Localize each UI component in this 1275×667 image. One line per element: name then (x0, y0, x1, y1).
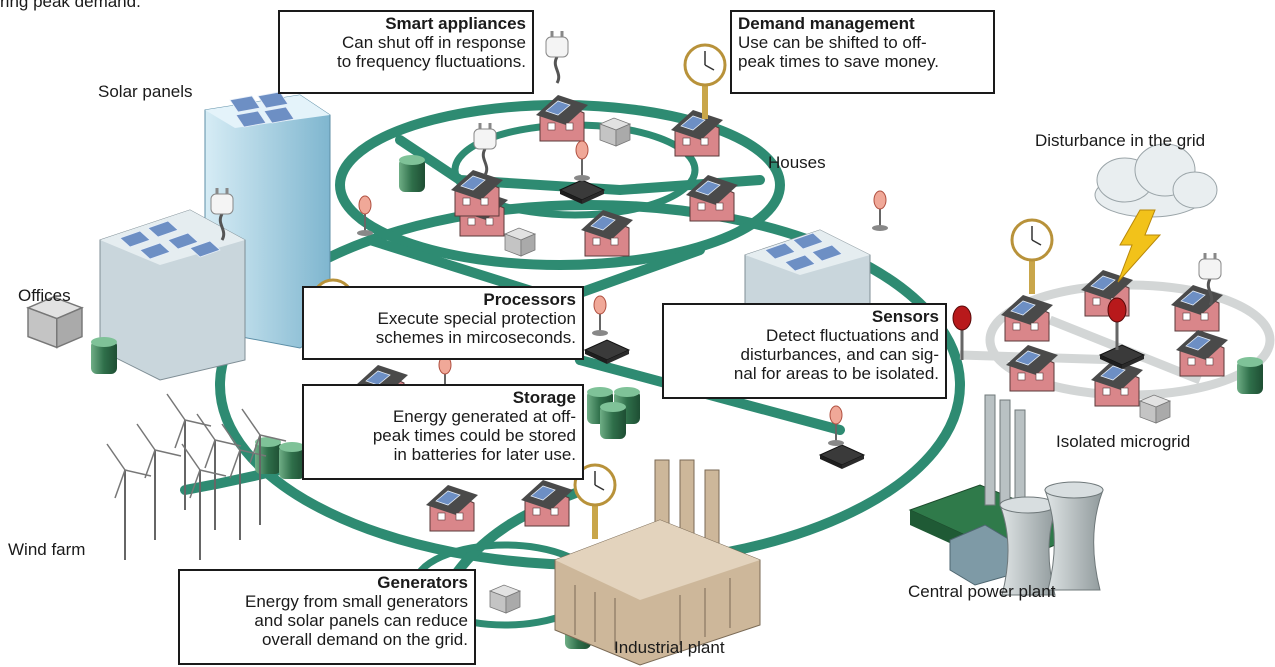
red-sensor-lights (952, 297, 1127, 360)
callout-sensors: Sensors Detect fluctuations and disturba… (662, 303, 947, 399)
office-building (99, 209, 246, 381)
callout-processors: Processors Execute special protection sc… (302, 286, 584, 360)
label-isolated-microgrid: Isolated microgrid (1056, 432, 1191, 451)
storage-tank-icon (91, 337, 117, 374)
wind-turbines (106, 393, 287, 561)
label-industrial-plant: Industrial plant (614, 638, 725, 657)
callout-body: Use can be shifted to off- peak times to… (738, 33, 939, 71)
label-central-power-plant: Central power plant (908, 582, 1056, 601)
label-disturbance: Disturbance in the grid (1035, 131, 1206, 150)
callout-title: Generators (377, 573, 468, 592)
intro-text-fragment: ring peak demand. (0, 0, 141, 11)
callout-demand-management: Demand management Use can be shifted to … (730, 10, 995, 94)
callout-body: Energy from small generators and solar p… (245, 592, 468, 649)
callout-body: Detect fluctuations and disturbances, an… (733, 326, 939, 383)
callout-body: Energy generated at off- peak times coul… (372, 407, 576, 464)
label-offices: Offices (18, 286, 71, 305)
callout-generators: Generators Energy from small generators … (178, 569, 476, 665)
callout-title: Storage (512, 388, 576, 407)
lightning-bolt-icon (1117, 209, 1162, 283)
callout-title: Demand management (738, 14, 915, 33)
storm-cloud-icon (1094, 143, 1218, 218)
label-houses: Houses (768, 153, 826, 172)
callout-title: Processors (483, 290, 576, 309)
industrial-generator-icon (489, 584, 521, 614)
industrial-plant-building (554, 459, 761, 666)
callout-body: Can shut off in response to frequency fl… (336, 33, 526, 71)
central-power-plant-building (908, 394, 1104, 596)
callout-body: Execute special protection schemes in mi… (375, 309, 576, 347)
label-solar-panels: Solar panels (98, 82, 193, 101)
callout-title: Sensors (871, 307, 939, 326)
label-wind-farm: Wind farm (8, 540, 86, 559)
callout-storage: Storage Energy generated at off- peak ti… (302, 384, 584, 480)
callout-title: Smart appliances (385, 14, 526, 33)
callout-smart-appliances: Smart appliances Can shut off in respons… (278, 10, 534, 94)
